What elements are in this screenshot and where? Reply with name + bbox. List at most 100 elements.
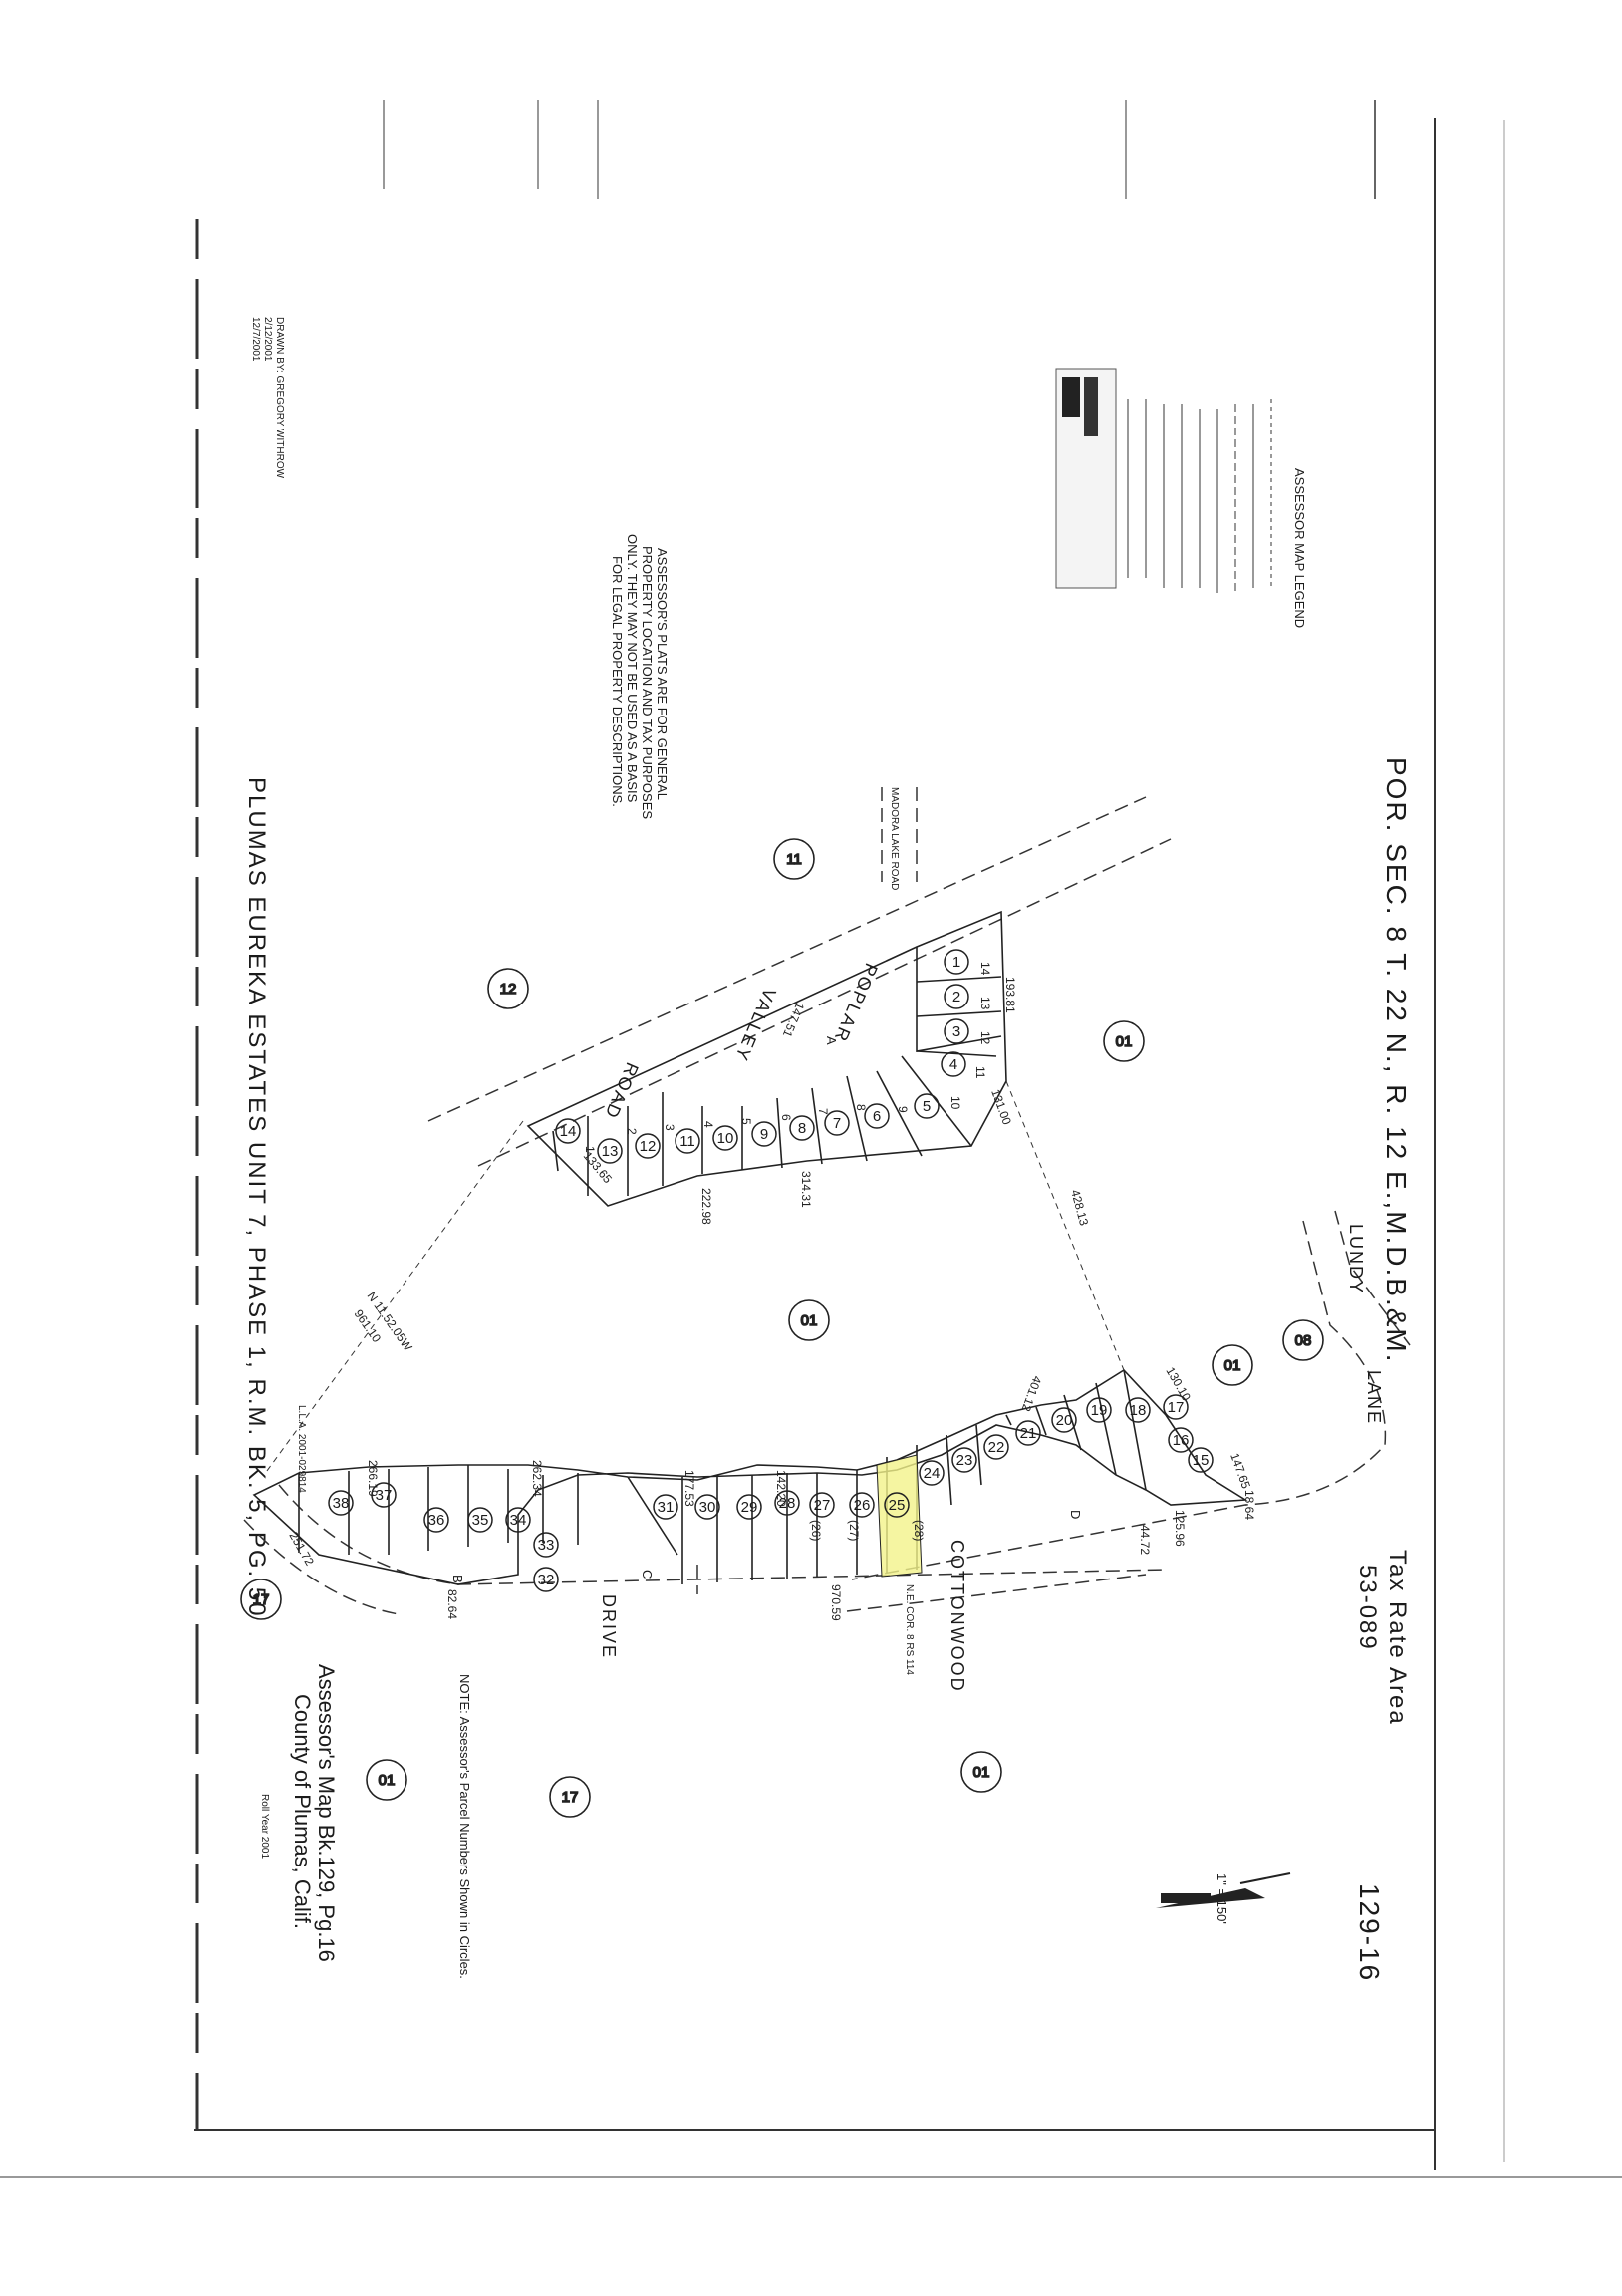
svg-text:15: 15 xyxy=(1193,1452,1210,1469)
area-17-bottom: 17 xyxy=(549,1776,591,1818)
east-parcels: 15 16 17 18 19 20 21 22 23 24 25 26 27 2… xyxy=(328,1394,1214,1592)
area-11: 11 xyxy=(773,838,815,880)
parcel-25: 25 xyxy=(884,1492,910,1518)
block-a-west xyxy=(526,910,1007,1207)
parcel-22: 22 xyxy=(983,1434,1009,1460)
svg-text:7: 7 xyxy=(833,1115,841,1132)
svg-text:5: 5 xyxy=(923,1098,931,1115)
svg-text:31: 31 xyxy=(658,1499,675,1516)
book-page-number: 129-16 xyxy=(1354,1883,1385,1982)
parcel-12: 12 xyxy=(635,1133,661,1159)
road-lines xyxy=(243,787,1411,1615)
svg-text:22: 22 xyxy=(988,1439,1005,1456)
road-poplar: POPLAR xyxy=(830,960,882,1045)
area-08: 08 xyxy=(1282,1319,1324,1361)
svg-text:2: 2 xyxy=(625,1128,639,1135)
block-c: C xyxy=(640,1570,655,1578)
svg-text:01: 01 xyxy=(801,1312,818,1329)
ne-corner-label: N.E. COR. 8 RS 114 xyxy=(904,1584,915,1675)
svg-text:3: 3 xyxy=(663,1124,676,1131)
svg-text:262.34: 262.34 xyxy=(530,1460,544,1497)
map-title: POR. SEC. 8 T. 22 N., R. 12 E.,M.D.B.&M. xyxy=(1381,757,1412,1364)
parcel-6: 6 xyxy=(864,1103,890,1129)
area-01-bottomright: 01 xyxy=(960,1751,1002,1793)
svg-text:38: 38 xyxy=(333,1495,350,1512)
roll-year: Roll Year 2001 xyxy=(259,1794,270,1859)
map-legend: ASSESSOR MAP LEGEND xyxy=(1055,368,1307,628)
disclaimer-line-4: FOR LEGAL PROPERTY DESCRIPTIONS. xyxy=(610,556,625,807)
svg-text:23: 23 xyxy=(956,1452,973,1469)
road-lane: LANE xyxy=(1364,1370,1384,1425)
svg-text:17: 17 xyxy=(562,1789,579,1806)
svg-text:01: 01 xyxy=(1116,1033,1133,1050)
parcel-19: 19 xyxy=(1086,1397,1112,1423)
parcel-number-note: NOTE: Assessor's Parcel Numbers Shown in… xyxy=(457,1674,472,1979)
parcel-34: 34 xyxy=(505,1507,531,1533)
tax-rate-area-value: 53-089 xyxy=(1354,1565,1381,1651)
parcel-20: 20 xyxy=(1051,1407,1077,1433)
svg-text:4: 4 xyxy=(701,1121,715,1128)
svg-text:01: 01 xyxy=(1224,1357,1241,1374)
svg-text:6: 6 xyxy=(779,1114,793,1121)
parcel-35: 35 xyxy=(467,1507,493,1533)
svg-text:3: 3 xyxy=(952,1023,960,1040)
svg-text:1: 1 xyxy=(952,954,960,971)
svg-text:11: 11 xyxy=(679,1133,695,1150)
area-01-bottom: 01 xyxy=(366,1759,407,1801)
parcel-30: 30 xyxy=(694,1494,720,1520)
svg-text:01: 01 xyxy=(973,1764,990,1781)
svg-text:7: 7 xyxy=(816,1108,830,1115)
assessor-map-title: Assessor's Map Bk.129, Pg.16 xyxy=(314,1664,339,1962)
county-label: County of Plumas, Calif. xyxy=(290,1694,315,1929)
parcel-16: 16 xyxy=(1168,1427,1194,1453)
parcel-18: 18 xyxy=(1125,1397,1151,1423)
svg-text:5: 5 xyxy=(739,1118,753,1125)
legend-title: ASSESSOR MAP LEGEND xyxy=(1292,468,1307,628)
svg-text:17: 17 xyxy=(1168,1399,1185,1416)
parcel-14: 14 xyxy=(555,1118,581,1144)
svg-text:142.20: 142.20 xyxy=(774,1470,788,1507)
parcel-23: 23 xyxy=(951,1447,977,1473)
svg-text:24: 24 xyxy=(924,1465,941,1482)
area-01-mid: 01 xyxy=(788,1299,830,1341)
area-12: 12 xyxy=(487,968,529,1009)
parcel-15: 15 xyxy=(1188,1447,1214,1473)
svg-text:147.51: 147.51 xyxy=(780,1001,807,1040)
lot-sub-label: (27) xyxy=(847,1520,861,1541)
parcel-32: 32 xyxy=(533,1567,559,1592)
parcel-36: 36 xyxy=(423,1507,449,1533)
parcel-4: 4 xyxy=(941,1051,966,1077)
parcel-3: 3 xyxy=(944,1018,969,1044)
svg-text:2: 2 xyxy=(952,989,960,1005)
svg-text:12: 12 xyxy=(500,981,517,998)
disclaimer: ASSESSOR'S PLATS ARE FOR GENERAL PROPERT… xyxy=(610,534,670,819)
svg-text:266.19: 266.19 xyxy=(366,1460,380,1497)
parcel-2: 2 xyxy=(944,984,969,1009)
scan-borders xyxy=(0,100,1622,2178)
parcel-31: 31 xyxy=(653,1494,678,1520)
svg-text:428.13: 428.13 xyxy=(1068,1188,1091,1227)
drawn-by-line-2: 2/12/2001 xyxy=(262,317,273,362)
svg-text:44.72: 44.72 xyxy=(1138,1525,1152,1555)
road-lundy: LUNDY xyxy=(1346,1224,1366,1294)
block-a: A xyxy=(824,1036,839,1045)
road-madora-lake: MADORA LAKE ROAD xyxy=(889,787,900,890)
drawn-by: DRAWN BY: GREGORY WITHROW 2/12/2001 12/7… xyxy=(250,317,285,479)
parcel-24: 24 xyxy=(919,1460,945,1486)
parcel-10: 10 xyxy=(712,1125,738,1151)
svg-text:177.53: 177.53 xyxy=(682,1470,696,1507)
tax-rate-area-label: Tax Rate Area xyxy=(1384,1550,1411,1726)
svg-text:18.64: 18.64 xyxy=(1242,1490,1256,1520)
svg-text:314.31: 314.31 xyxy=(799,1171,813,1208)
parcel-37: 37 xyxy=(371,1482,397,1508)
parcel-11: 11 xyxy=(675,1128,700,1154)
svg-text:13: 13 xyxy=(602,1143,619,1160)
svg-text:401.12: 401.12 xyxy=(1019,1374,1045,1414)
parcel-38: 38 xyxy=(328,1490,354,1516)
svg-text:08: 08 xyxy=(1295,1332,1312,1349)
svg-text:8: 8 xyxy=(798,1120,806,1137)
svg-text:37: 37 xyxy=(376,1487,393,1504)
parcel-13: 13 xyxy=(597,1138,623,1164)
svg-text:8: 8 xyxy=(854,1104,868,1111)
